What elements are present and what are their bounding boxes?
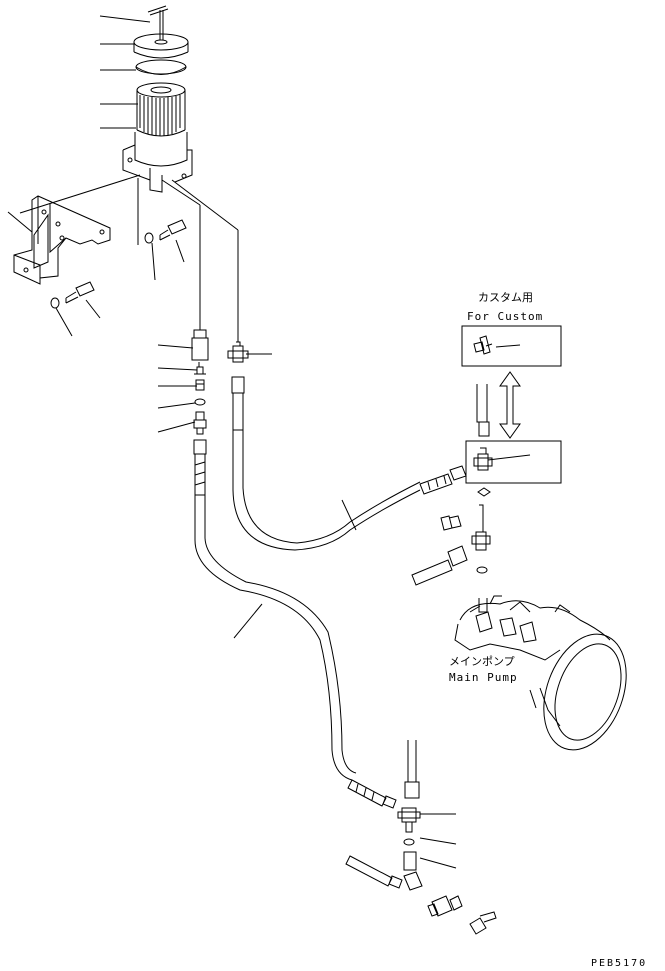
main-pump-label-english: Main Pump — [449, 671, 518, 684]
leader-lines — [8, 16, 530, 868]
bottom-hose-left — [346, 856, 422, 890]
filter-cap — [134, 34, 188, 58]
bolt-washer-set-1 — [145, 220, 186, 243]
filter-head — [123, 132, 192, 192]
main-pump-label-japanese: メインポンプ — [449, 655, 515, 668]
t-handle — [148, 6, 168, 40]
hose-lower — [195, 495, 356, 780]
right-fitting-stack — [228, 342, 248, 430]
pump-fittings — [412, 488, 490, 612]
hose-upper — [233, 430, 420, 550]
vertical-pipe — [477, 384, 489, 436]
main-pump — [455, 596, 641, 761]
left-fitting-stack — [192, 330, 208, 495]
drawing-code: PEB5170 — [591, 958, 648, 969]
filter-assembly — [123, 6, 192, 192]
filter-element — [137, 83, 185, 136]
exchange-arrow — [500, 372, 520, 438]
bolt-washer-set-2 — [51, 282, 94, 308]
hose-end-fitting-upper — [420, 466, 466, 494]
bottom-hose-end — [348, 780, 396, 808]
mounting-bracket — [14, 196, 110, 284]
filter-ring — [136, 60, 186, 75]
bottom-pipe — [405, 740, 419, 798]
custom-label-japanese: カスタム用 — [478, 291, 533, 304]
bottom-adapters — [428, 896, 496, 934]
custom-label-english: For Custom — [467, 310, 544, 323]
custom-box-bottom — [466, 441, 561, 483]
routing-lines — [20, 175, 238, 342]
bottom-tee-fitting — [398, 808, 420, 870]
custom-box-top — [462, 326, 561, 366]
